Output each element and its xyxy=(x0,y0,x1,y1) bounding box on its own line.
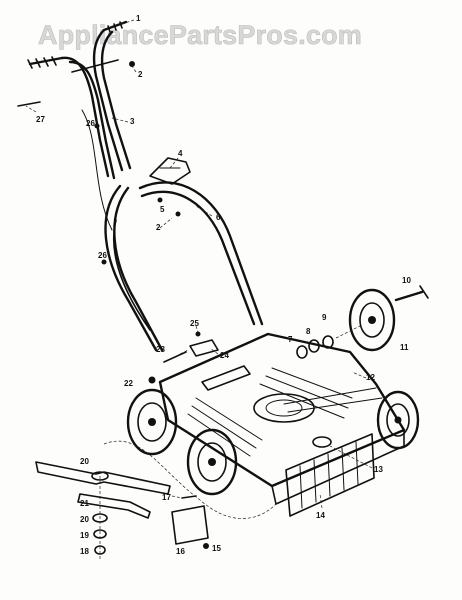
bolt-22-icon xyxy=(148,376,156,384)
wheel-front-left xyxy=(126,388,178,456)
callout-3: 3 xyxy=(130,117,135,126)
handle-crossbar xyxy=(71,59,119,73)
motor-opening xyxy=(253,393,315,423)
callout-15: 15 xyxy=(212,544,221,553)
callout-7: 7 xyxy=(288,335,293,344)
callout-2-lower: 2 xyxy=(156,223,161,232)
washer-7-icon xyxy=(296,345,308,359)
watermark-logo: AppliancePartsPros.com xyxy=(38,20,362,50)
bolt-27-icon xyxy=(17,101,41,107)
wheel-11-exploded xyxy=(348,288,396,352)
callout-6: 6 xyxy=(216,213,221,222)
callout-18: 18 xyxy=(80,547,89,556)
callout-20-lower: 20 xyxy=(80,515,89,524)
callout-16: 16 xyxy=(176,547,185,556)
callout-26-lower: 26 xyxy=(98,251,107,260)
wheel-rear-right xyxy=(376,390,420,450)
nut-25-icon xyxy=(195,331,201,337)
lower-handle-left xyxy=(104,184,158,352)
axle-bolt-10 xyxy=(394,290,424,302)
blade-21 xyxy=(77,493,151,519)
rear-plate-assembly xyxy=(171,495,209,549)
screw-15-icon xyxy=(203,543,209,549)
handle-assembly xyxy=(17,20,264,352)
callout-2: 2 xyxy=(138,70,143,79)
callout-21: 21 xyxy=(80,499,89,508)
callout-4: 4 xyxy=(178,149,183,158)
bolt-23-icon xyxy=(163,351,187,363)
callout-9: 9 xyxy=(322,313,327,322)
callout-10: 10 xyxy=(402,276,411,285)
washer-9-icon xyxy=(322,335,334,349)
callout-20: 20 xyxy=(80,457,89,466)
mower-deck xyxy=(158,332,406,517)
nut-5-icon xyxy=(157,197,163,203)
callout-25: 25 xyxy=(190,319,199,328)
callout-11: 11 xyxy=(400,343,409,352)
callout-17: 17 xyxy=(162,493,171,502)
screw-17-icon xyxy=(181,495,197,499)
blade-20 xyxy=(35,461,171,495)
plate-16 xyxy=(171,505,209,545)
callout-14: 14 xyxy=(316,511,325,520)
callout-8: 8 xyxy=(306,327,311,336)
upper-handle-left xyxy=(60,56,110,178)
leader-lines xyxy=(25,19,373,509)
handle-bracket-hardware xyxy=(148,331,219,384)
clip-26-lower-icon xyxy=(101,259,107,265)
wheels xyxy=(126,285,429,496)
bolt-2-lower-icon xyxy=(175,211,181,217)
callout-23: 23 xyxy=(156,345,165,354)
callout-24: 24 xyxy=(220,351,229,360)
adapter-20-icon xyxy=(91,471,109,481)
callout-1: 1 xyxy=(136,14,141,23)
control-bracket xyxy=(149,157,191,185)
callout-labels: 1 2 3 4 5 2 6 7 8 9 10 11 12 13 14 15 16… xyxy=(36,14,411,556)
deck-top xyxy=(158,332,406,488)
wheel-front-right xyxy=(186,428,238,496)
lower-handle-right xyxy=(138,181,264,326)
callout-12: 12 xyxy=(366,373,375,382)
discharge-chute xyxy=(285,433,375,517)
cord-inlet xyxy=(312,436,332,448)
clip-26-icon xyxy=(94,123,100,129)
bracket-24 xyxy=(189,339,219,357)
bolt-2-icon xyxy=(129,61,135,67)
upper-handle-right xyxy=(92,28,124,172)
callout-5: 5 xyxy=(160,205,165,214)
callout-22: 22 xyxy=(124,379,133,388)
callout-13: 13 xyxy=(374,465,383,474)
blade-assembly xyxy=(35,440,277,560)
deck-label-plate xyxy=(201,365,251,391)
callout-26: 26 xyxy=(86,119,95,128)
callout-27: 27 xyxy=(36,115,45,124)
callout-19: 19 xyxy=(80,531,89,540)
washer-8-icon xyxy=(308,339,320,353)
